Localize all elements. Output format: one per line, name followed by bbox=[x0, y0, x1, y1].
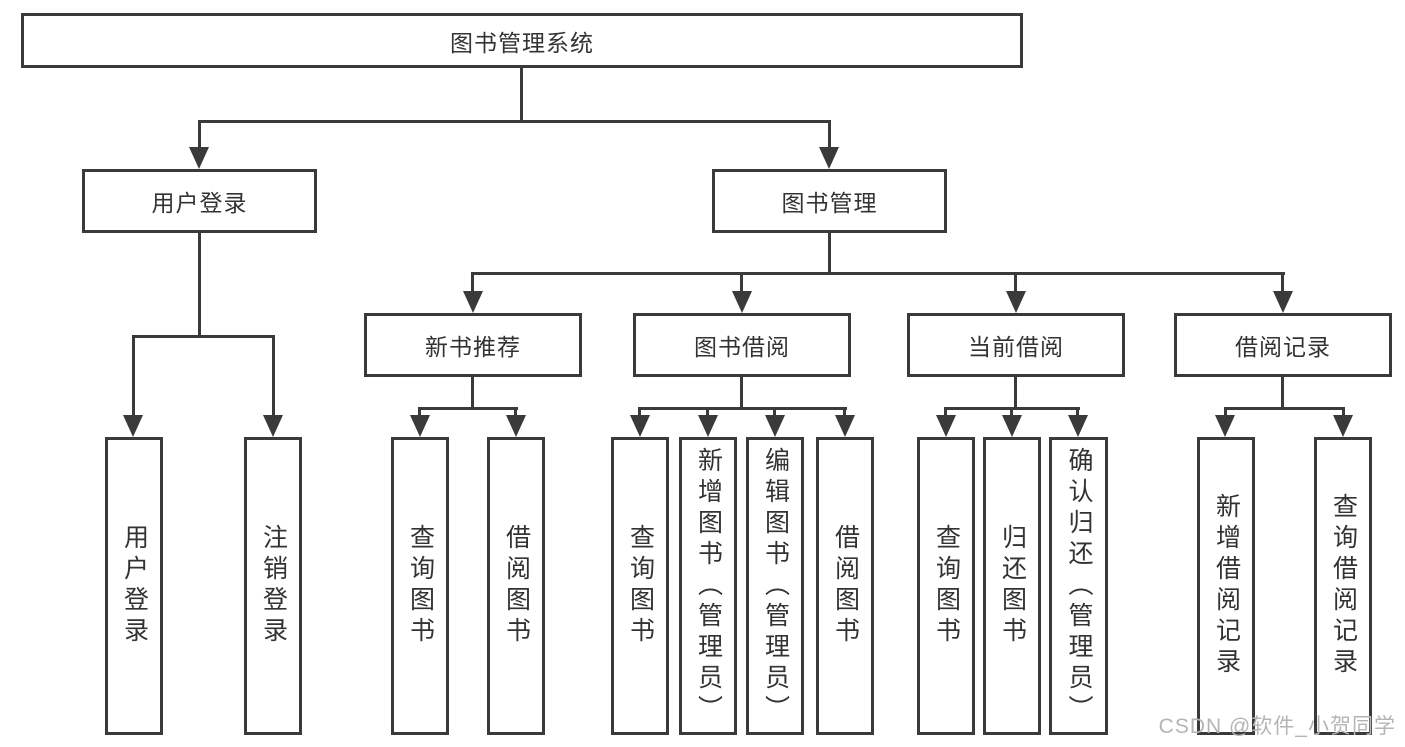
node-leaf-label: 编辑图书（管理员） bbox=[761, 446, 790, 726]
arrow-down-icon bbox=[1333, 415, 1353, 437]
node-root: 图书管理系统 bbox=[21, 13, 1023, 68]
connector-userlogin-drop-2 bbox=[272, 335, 275, 415]
node-leaf-add-book-admin: 新增图书（管理员） bbox=[679, 437, 737, 735]
node-leaf-query-books-3: 查询图书 bbox=[917, 437, 975, 735]
node-leaf-confirm-return-admin: 确认归还（管理员） bbox=[1049, 437, 1108, 735]
connector-userlogin-drop-1 bbox=[132, 335, 135, 415]
node-leaf-edit-book-admin: 编辑图书（管理员） bbox=[746, 437, 804, 735]
node-leaf-label: 用户登录 bbox=[120, 524, 149, 648]
connector-borrowing-stem bbox=[740, 377, 743, 407]
node-book-borrowing: 图书借阅 bbox=[633, 313, 851, 377]
node-leaf-label: 新增图书（管理员） bbox=[694, 446, 723, 726]
csdn-watermark: CSDN @软件_小贺同学 bbox=[1158, 715, 1396, 738]
node-book-borrowing-label: 图书借阅 bbox=[694, 334, 790, 360]
connector-current-drop-1 bbox=[944, 407, 947, 415]
arrow-down-icon bbox=[189, 147, 209, 169]
connector-bookmgmt-drop-3 bbox=[1014, 272, 1017, 291]
node-leaf-user-login: 用户登录 bbox=[105, 437, 163, 735]
connector-userlogin-stem bbox=[198, 233, 201, 335]
node-borrowing-records: 借阅记录 bbox=[1174, 313, 1392, 377]
arrow-down-icon bbox=[835, 415, 855, 437]
node-user-login-label: 用户登录 bbox=[151, 190, 248, 216]
arrow-down-icon bbox=[463, 291, 483, 313]
arrow-down-icon bbox=[1273, 291, 1293, 313]
node-root-label: 图书管理系统 bbox=[450, 29, 594, 56]
node-leaf-query-borrow-record: 查询借阅记录 bbox=[1314, 437, 1372, 735]
node-leaf-label: 新增借阅记录 bbox=[1212, 493, 1241, 679]
arrow-down-icon bbox=[698, 415, 718, 437]
node-leaf-label: 查询图书 bbox=[932, 524, 961, 648]
connector-root-drop-left bbox=[198, 120, 201, 149]
node-new-book-recommend: 新书推荐 bbox=[364, 313, 582, 377]
arrow-down-icon bbox=[1068, 415, 1088, 437]
connector-bookmgmt-hbar bbox=[471, 272, 1285, 275]
node-new-book-recommend-label: 新书推荐 bbox=[425, 334, 521, 360]
node-leaf-label: 归还图书 bbox=[998, 524, 1027, 648]
node-leaf-query-books-1: 查询图书 bbox=[391, 437, 449, 735]
connector-bookmgmt-drop-2 bbox=[740, 272, 743, 291]
connector-newbook-hbar bbox=[418, 407, 518, 410]
connector-borrowing-drop-1 bbox=[638, 407, 641, 415]
connector-root-stem bbox=[520, 68, 523, 120]
arrow-down-icon bbox=[410, 415, 430, 437]
connector-root-hbar bbox=[198, 120, 831, 123]
arrow-down-icon bbox=[732, 291, 752, 313]
connector-newbook-drop-1 bbox=[418, 407, 421, 415]
connector-newbook-drop-2 bbox=[514, 407, 517, 415]
arrow-down-icon bbox=[123, 415, 143, 437]
node-leaf-logout: 注销登录 bbox=[244, 437, 302, 735]
node-book-management-label: 图书管理 bbox=[781, 190, 878, 216]
node-leaf-label: 借阅图书 bbox=[502, 524, 531, 648]
node-leaf-label: 查询图书 bbox=[406, 524, 435, 648]
arrow-down-icon bbox=[630, 415, 650, 437]
node-user-login: 用户登录 bbox=[82, 169, 317, 233]
connector-userlogin-hbar bbox=[132, 335, 275, 338]
connector-root-drop-right bbox=[828, 120, 831, 149]
connector-bookmgmt-drop-1 bbox=[471, 272, 474, 291]
connector-records-hbar bbox=[1224, 407, 1345, 410]
node-leaf-label: 注销登录 bbox=[259, 524, 288, 648]
node-leaf-label: 借阅图书 bbox=[831, 524, 860, 648]
node-leaf-label: 确认归还（管理员） bbox=[1065, 446, 1093, 726]
arrow-down-icon bbox=[936, 415, 956, 437]
connector-bookmgmt-drop-4 bbox=[1281, 272, 1284, 291]
node-leaf-return-book: 归还图书 bbox=[983, 437, 1041, 735]
connector-borrowing-hbar bbox=[638, 407, 847, 410]
arrow-down-icon bbox=[1215, 415, 1235, 437]
node-current-borrowing: 当前借阅 bbox=[907, 313, 1125, 377]
node-leaf-label: 查询图书 bbox=[626, 524, 655, 648]
arrow-down-icon bbox=[506, 415, 526, 437]
node-leaf-add-borrow-record: 新增借阅记录 bbox=[1197, 437, 1255, 735]
node-borrowing-records-label: 借阅记录 bbox=[1235, 334, 1331, 360]
connector-borrowing-drop-4 bbox=[843, 407, 846, 415]
node-leaf-label: 查询借阅记录 bbox=[1329, 493, 1358, 679]
arrow-down-icon bbox=[1002, 415, 1022, 437]
node-leaf-borrow-books-1: 借阅图书 bbox=[487, 437, 545, 735]
connector-current-stem bbox=[1014, 377, 1017, 407]
node-current-borrowing-label: 当前借阅 bbox=[968, 334, 1064, 360]
connector-current-drop-3 bbox=[1076, 407, 1079, 415]
connector-current-drop-2 bbox=[1010, 407, 1013, 415]
node-leaf-borrow-books-2: 借阅图书 bbox=[816, 437, 874, 735]
connector-newbook-stem bbox=[471, 377, 474, 407]
connector-borrowing-drop-2 bbox=[706, 407, 709, 415]
arrow-down-icon bbox=[819, 147, 839, 169]
node-book-management: 图书管理 bbox=[712, 169, 947, 233]
arrow-down-icon bbox=[1006, 291, 1026, 313]
connector-records-drop-1 bbox=[1224, 407, 1227, 415]
arrow-down-icon bbox=[765, 415, 785, 437]
connector-records-stem bbox=[1281, 377, 1284, 407]
arrow-down-icon bbox=[263, 415, 283, 437]
connector-borrowing-drop-3 bbox=[773, 407, 776, 415]
connector-records-drop-2 bbox=[1342, 407, 1345, 415]
connector-bookmgmt-stem bbox=[828, 233, 831, 272]
node-leaf-query-books-2: 查询图书 bbox=[611, 437, 669, 735]
